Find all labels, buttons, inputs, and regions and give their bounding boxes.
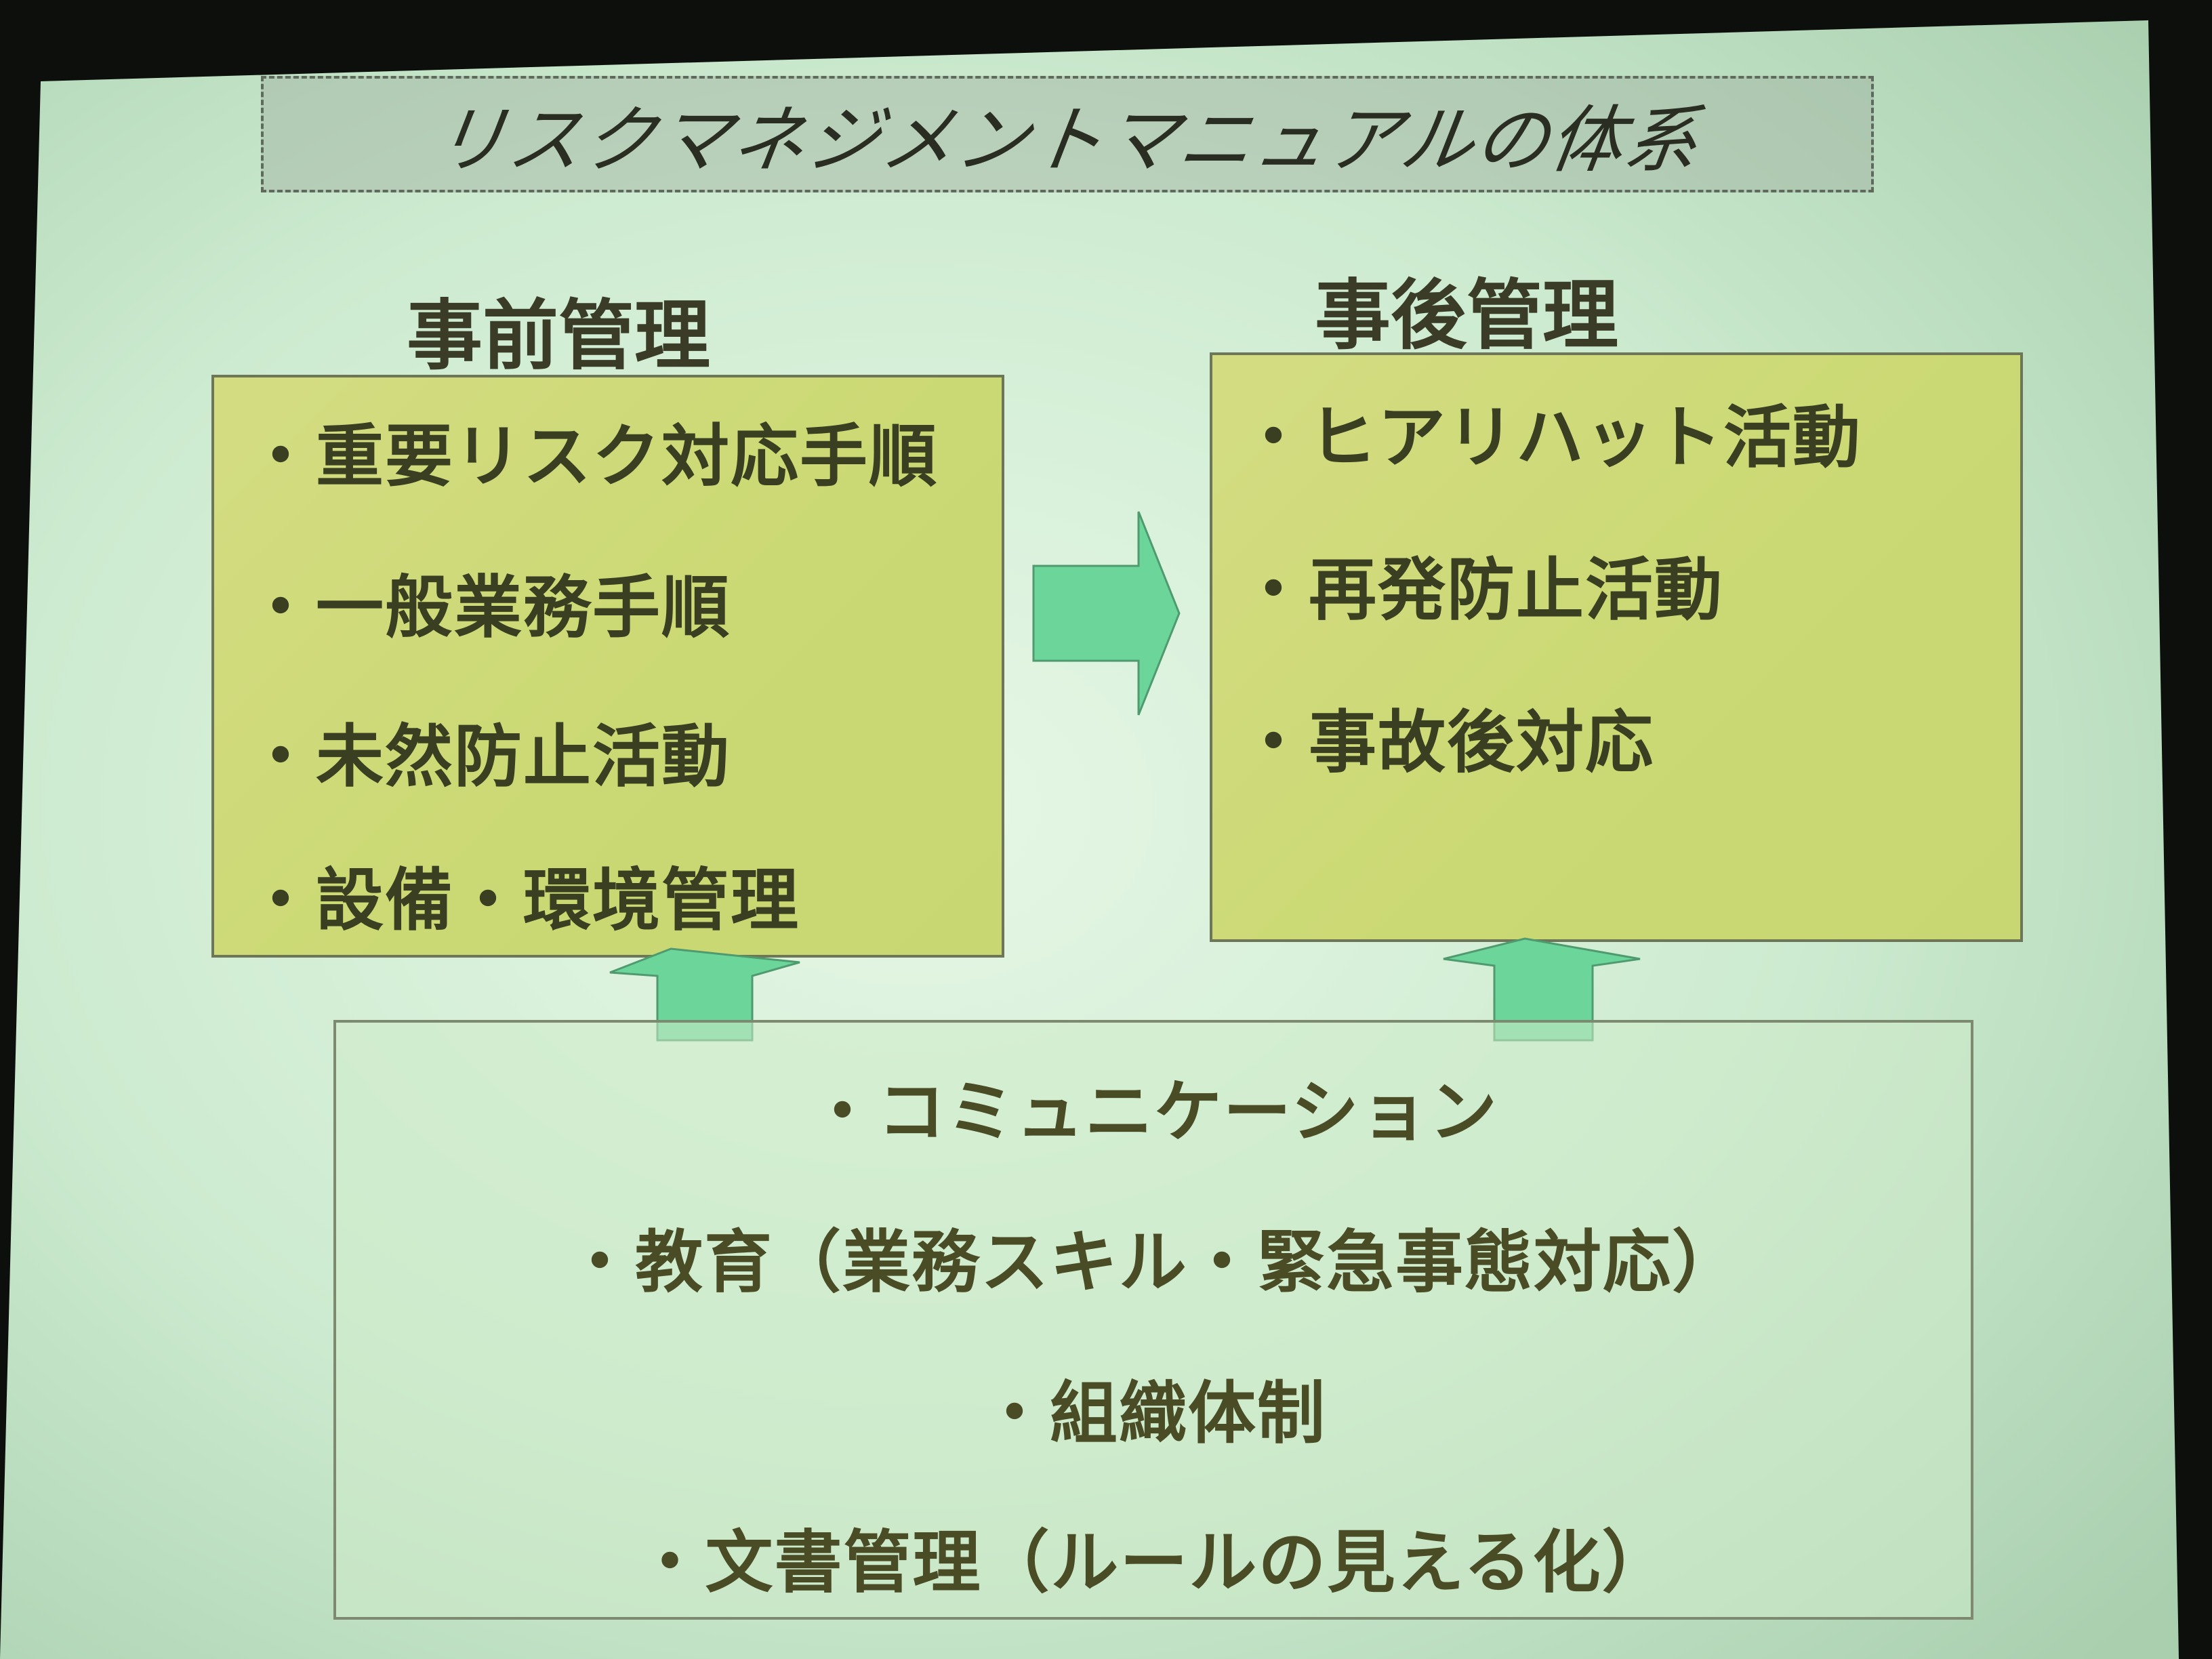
pre-item-1: ・一般業務手順	[247, 568, 731, 647]
post-item-0: ・ヒアリハット活動	[1240, 398, 1862, 477]
up-arrow-right-icon	[1443, 937, 1641, 1042]
post-management-box: ・ヒアリハット活動 ・再発防止活動 ・事故後対応	[1210, 352, 2023, 942]
post-item-1: ・再発防止活動	[1240, 550, 1723, 630]
post-management-heading: 事後管理	[1315, 272, 1618, 360]
foundation-item-1: ・教育（業務スキル・緊急事態対応）	[566, 1223, 1741, 1302]
pre-item-3: ・設備・環境管理	[247, 861, 800, 940]
foundation-item-3: ・文書管理（ルールの見える化）	[636, 1523, 1671, 1602]
pre-management-heading: 事前管理	[407, 292, 710, 380]
foundation-box: ・コミュニケーション ・教育（業務スキル・緊急事態対応） ・組織体制 ・文書管理…	[333, 1020, 1973, 1620]
up-arrow-left-icon	[609, 947, 800, 1042]
pre-management-box: ・重要リスク対応手順 ・一般業務手順 ・未然防止活動 ・設備・環境管理	[211, 375, 1004, 958]
right-arrow-icon	[1032, 511, 1181, 716]
foundation-item-2: ・組織体制	[981, 1374, 1326, 1453]
foundation-item-0: ・コミュニケーション	[808, 1072, 1498, 1151]
pre-item-0: ・重要リスク対応手順	[247, 417, 938, 496]
slide-title: リスクマネジメントマニュアルの体系	[428, 98, 1705, 183]
slide-title-box: リスクマネジメントマニュアルの体系	[261, 76, 1874, 192]
pre-item-2: ・未然防止活動	[247, 717, 731, 796]
post-item-2: ・事故後対応	[1240, 703, 1654, 782]
